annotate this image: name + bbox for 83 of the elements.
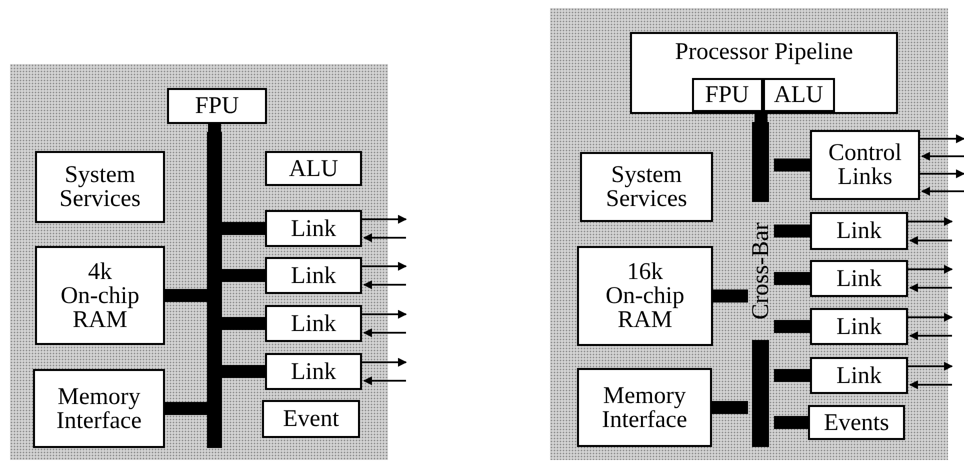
- block-box: [762, 78, 834, 112]
- arrow: [920, 134, 964, 144]
- block-label: Events: [824, 410, 890, 434]
- block-box: [810, 308, 908, 345]
- bus-connector: [222, 269, 265, 282]
- block-box: [630, 32, 898, 114]
- block-box: [35, 246, 165, 345]
- block-label: ALU: [288, 156, 338, 180]
- block-label: Processor Pipeline: [675, 40, 853, 64]
- arrow: [363, 328, 406, 338]
- block-box: [167, 88, 267, 124]
- arrow: [363, 376, 406, 386]
- bus-connector: [222, 365, 265, 378]
- block-label: Link: [290, 264, 336, 288]
- block-label: System Services: [58, 163, 142, 211]
- arrow: [908, 312, 953, 322]
- block-label: Link: [836, 314, 882, 338]
- bus-connector: [208, 124, 221, 132]
- block-label: Event: [283, 407, 339, 431]
- arrow: [908, 362, 953, 371]
- arrow: [909, 331, 952, 340]
- bus-connector: [774, 224, 810, 238]
- arrow: [909, 380, 952, 390]
- bus-bar: [207, 132, 222, 448]
- arrow: [362, 214, 407, 224]
- bus-connector: [774, 272, 810, 285]
- block-label: Link: [290, 360, 336, 384]
- block-label: ALU: [774, 82, 824, 106]
- block-box: [808, 405, 905, 440]
- block-box: [810, 260, 908, 297]
- block-label: Link: [836, 219, 882, 243]
- bus-connector: [712, 401, 748, 414]
- block-box: [577, 368, 712, 447]
- block-label: FPU: [704, 82, 750, 106]
- block-label: Link: [290, 216, 336, 240]
- block-box: [262, 400, 360, 438]
- block-box: [35, 151, 165, 223]
- arrow: [920, 169, 964, 178]
- block-box: [810, 130, 920, 200]
- block-box: [810, 357, 908, 394]
- crossbar-label: Cross-Bar: [749, 222, 773, 320]
- block-label: Memory Interface: [55, 384, 143, 432]
- bus-connector: [754, 114, 768, 122]
- block-box: [33, 369, 165, 448]
- block-box: [265, 353, 362, 390]
- arrow: [908, 217, 953, 226]
- bus-connector: [774, 320, 810, 333]
- block-label: Memory Interface: [600, 384, 688, 432]
- block-label: Link: [290, 312, 336, 336]
- bus-connector: [774, 416, 808, 429]
- arrow: [908, 264, 953, 274]
- arrow: [363, 233, 406, 242]
- block-label: 16k On-chip RAM: [604, 260, 686, 332]
- block-label: Control Links: [827, 141, 903, 189]
- block-box: [265, 210, 362, 247]
- chip-panel: [550, 8, 948, 460]
- arrow: [362, 310, 407, 319]
- arrow: [362, 358, 407, 367]
- arrow: [363, 280, 406, 290]
- bus-connector: [774, 158, 810, 172]
- bus-connector: [713, 290, 748, 302]
- block-box: [810, 212, 908, 250]
- arrow: [909, 236, 952, 245]
- block-box: [265, 151, 362, 186]
- bus-connector: [222, 222, 265, 235]
- block-box: [265, 305, 362, 342]
- block-box: [577, 246, 713, 346]
- block-label: Link: [836, 364, 882, 388]
- block-box: [692, 78, 762, 112]
- bus-connector: [222, 317, 265, 330]
- arrow: [921, 186, 964, 196]
- bus-connector: [774, 369, 810, 382]
- bus-connector: [165, 402, 207, 415]
- chip-panel: [10, 64, 388, 460]
- block-label: System Services: [604, 163, 688, 211]
- arrow: [921, 152, 964, 161]
- block-label: 4k On-chip RAM: [60, 260, 140, 332]
- arrow: [909, 283, 952, 292]
- block-label: Link: [836, 266, 882, 290]
- block-box: [580, 152, 713, 222]
- arrow: [362, 262, 407, 271]
- block-box: [265, 257, 362, 294]
- block-label: FPU: [194, 94, 240, 118]
